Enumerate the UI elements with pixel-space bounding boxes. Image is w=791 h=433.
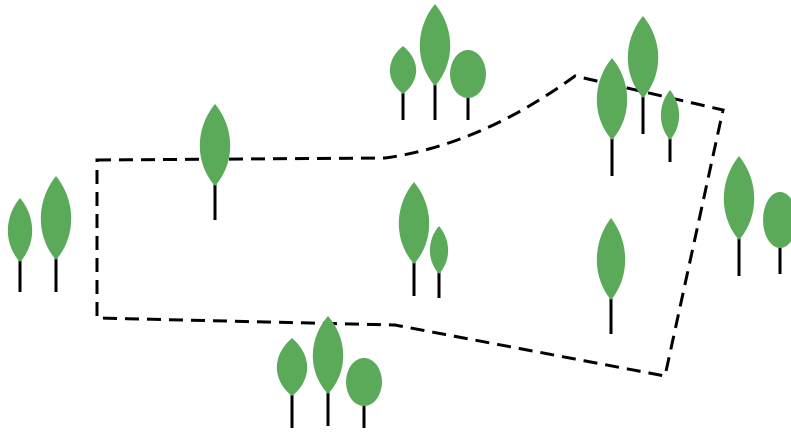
tree-canopy	[660, 90, 680, 140]
tree-top-right-tall	[627, 16, 659, 134]
tree-left-small	[7, 198, 33, 292]
tree-canopy	[429, 226, 449, 274]
tree-right-edge-tall	[723, 156, 755, 276]
tree-right-edge-round	[763, 192, 791, 274]
tree-canopy	[276, 338, 308, 396]
tree-inside-center-tall	[398, 182, 430, 296]
tree-inside-center-small	[429, 226, 449, 298]
tree-inside-top-left	[199, 104, 231, 220]
tree-canopy	[596, 58, 628, 140]
tree-canopy	[763, 192, 791, 248]
tree-left-tall	[40, 176, 72, 292]
trees-layer	[7, 4, 791, 428]
tree-top-cluster-left	[389, 46, 417, 120]
tree-inside-right-center	[596, 218, 626, 334]
tree-canopy	[723, 156, 755, 240]
tree-canopy	[450, 50, 486, 98]
tree-top-cluster-round	[450, 50, 486, 120]
tree-inside-right-top-tall	[596, 58, 628, 176]
tree-bottom-cluster-round	[346, 358, 382, 428]
tree-canopy	[389, 46, 417, 94]
tree-canopy	[596, 218, 626, 300]
tree-canopy	[346, 358, 382, 406]
tree-canopy	[199, 104, 231, 186]
tree-top-cluster-tall	[419, 4, 451, 120]
tree-canopy	[627, 16, 659, 98]
tree-top-right-small	[660, 90, 680, 162]
tree-bottom-cluster-tall	[312, 316, 344, 426]
tree-canopy	[40, 176, 72, 260]
tree-bottom-cluster-left	[276, 338, 308, 428]
tree-canopy	[312, 316, 344, 394]
dashed-boundary	[95, 74, 725, 378]
tree-canopy	[7, 198, 33, 262]
tree-canopy	[419, 4, 451, 86]
tree-canopy	[398, 182, 430, 264]
